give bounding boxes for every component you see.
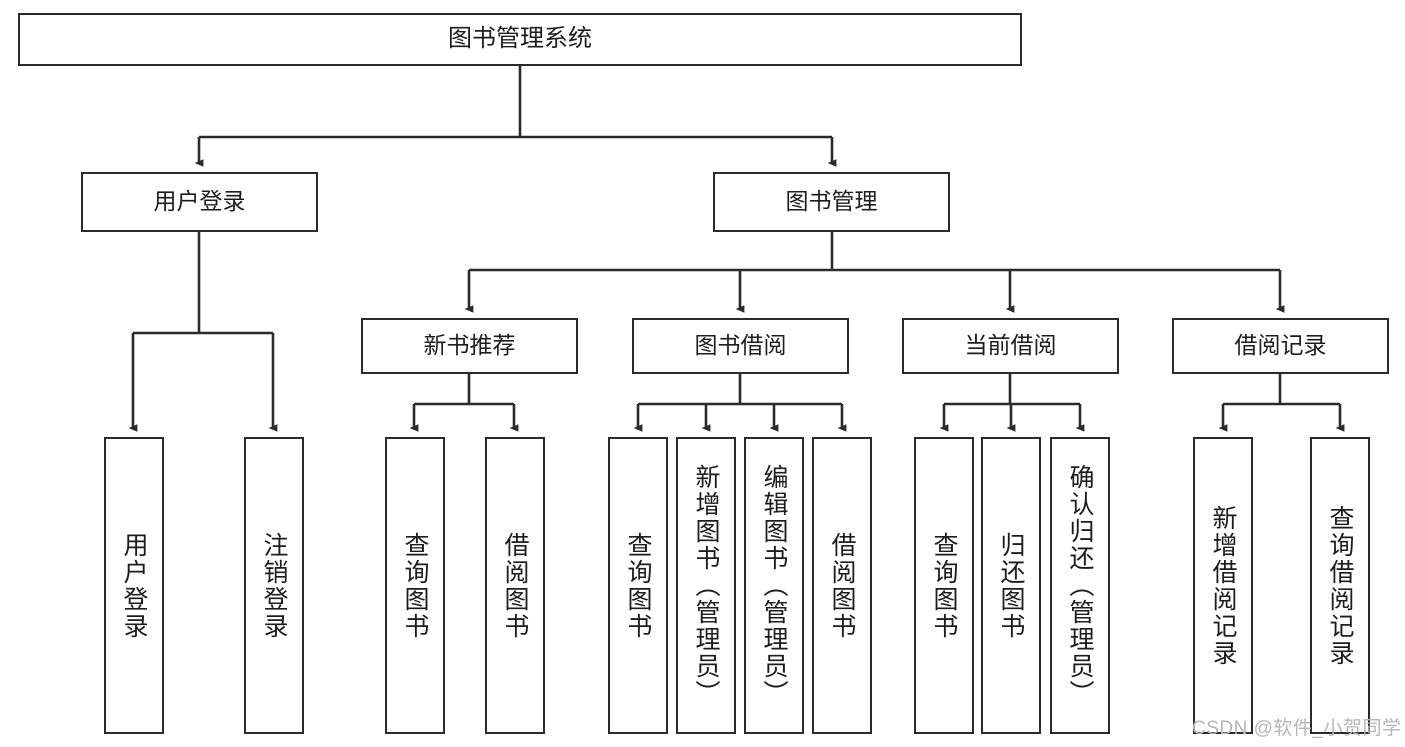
leaf-book-borrow-query[interactable]: 查询图书 [608,437,668,734]
leaf-book-borrow-add[interactable]: 新增图书（管理员） [676,437,736,734]
leaf-book-borrow-edit[interactable]: 编辑图书（管理员） [744,437,804,734]
node-label: 查询图书 [930,531,958,640]
node-label: 查询借阅记录 [1326,504,1354,667]
node-label: 新增借阅记录 [1209,504,1237,667]
node-label: 图书管理系统 [448,25,592,53]
node-label: 借阅记录 [1234,332,1327,359]
node-current-borrow[interactable]: 当前借阅 [902,318,1119,374]
node-user-login[interactable]: 用户登录 [81,172,318,232]
leaf-new-book-query[interactable]: 查询图书 [385,437,445,734]
node-label: 借阅图书 [828,531,856,640]
node-label: 新书推荐 [423,332,516,359]
node-label: 确认归还（管理员） [1066,464,1094,707]
node-label: 注销登录 [260,531,288,640]
node-label: 当前借阅 [964,332,1057,359]
node-label: 图书管理 [785,188,878,215]
node-root-book-management-system[interactable]: 图书管理系统 [18,13,1022,66]
leaf-user-login-logout[interactable]: 注销登录 [244,437,304,734]
node-borrow-record[interactable]: 借阅记录 [1172,318,1389,374]
leaf-current-borrow-return[interactable]: 归还图书 [981,437,1041,734]
node-label: 用户登录 [120,531,148,640]
node-label: 查询图书 [401,531,429,640]
node-label: 图书借阅 [694,332,787,359]
node-label: 查询图书 [624,531,652,640]
node-new-book-recommend[interactable]: 新书推荐 [361,318,578,374]
leaf-book-borrow-borrow[interactable]: 借阅图书 [812,437,872,734]
node-label: 用户登录 [153,188,246,215]
node-label: 归还图书 [997,531,1025,640]
node-book-borrow[interactable]: 图书借阅 [632,318,849,374]
leaf-new-book-borrow[interactable]: 借阅图书 [485,437,545,734]
leaf-user-login-login[interactable]: 用户登录 [104,437,164,734]
node-label: 编辑图书（管理员） [760,464,788,707]
leaf-borrow-record-add[interactable]: 新增借阅记录 [1193,437,1253,734]
leaf-current-borrow-query[interactable]: 查询图书 [914,437,974,734]
leaf-borrow-record-query[interactable]: 查询借阅记录 [1310,437,1370,734]
leaf-current-borrow-confirm-return[interactable]: 确认归还（管理员） [1050,437,1110,734]
node-label: 新增图书（管理员） [692,464,720,707]
node-label: 借阅图书 [501,531,529,640]
node-book-management[interactable]: 图书管理 [713,172,950,232]
csdn-watermark: CSDN @软件_小贺同学 [1192,718,1402,739]
